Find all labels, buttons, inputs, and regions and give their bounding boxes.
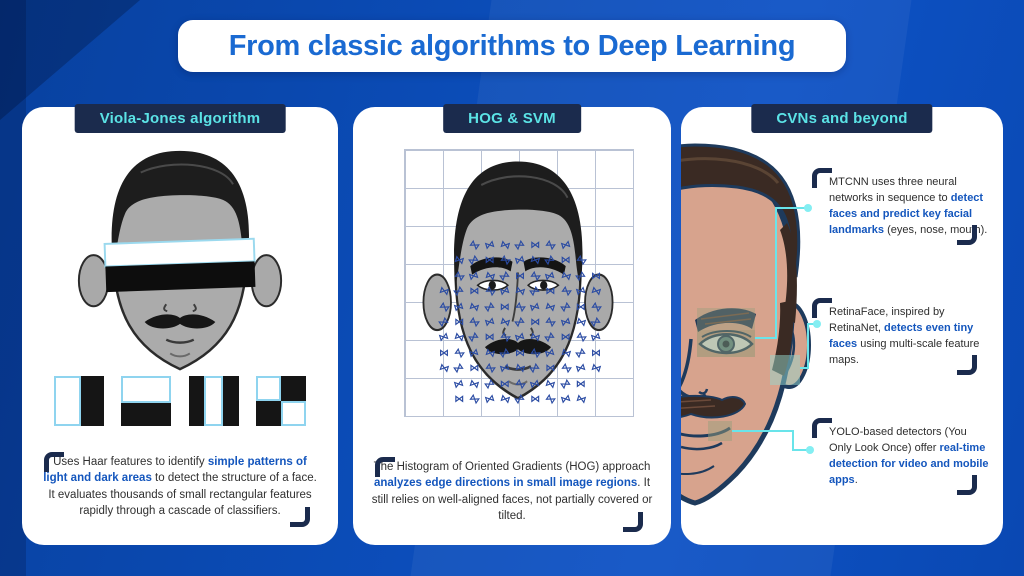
yolo-note: YOLO-based detectors (You Only Look Once… (812, 418, 991, 495)
panel-cvns-beyond: CVNs and beyond (681, 104, 1003, 545)
retinaface-note-text: RetinaFace, inspired by RetinaNet, detec… (829, 306, 980, 366)
viola-jones-description: Uses Haar features to identify simple pa… (40, 452, 320, 528)
hog-svm-description: The Histogram of Oriented Gradients (HOG… (371, 457, 653, 533)
mtcnn-note: MTCNN uses three neural networks in sequ… (812, 168, 991, 245)
quote-close-corner-icon (957, 354, 977, 375)
quote-close-corner-icon (957, 474, 977, 495)
panel-viola-jones: Viola-Jones algorithm (22, 104, 338, 545)
haar-feature-checkerboard (255, 376, 306, 426)
viola-jones-description-text: Uses Haar features to identify simple pa… (43, 456, 317, 517)
haar-feature-three-vertical (188, 376, 239, 426)
quote-close-corner-icon (290, 507, 310, 528)
grayscale-face-censored-illustration (77, 150, 283, 371)
page-title: From classic algorithms to Deep Learning (228, 29, 796, 62)
panel-viola-jones-header: Viola-Jones algorithm (74, 104, 286, 133)
quote-close-corner-icon (623, 512, 643, 533)
page-title-banner: From classic algorithms to Deep Learning (178, 20, 846, 72)
quote-open-corner-icon (812, 168, 832, 188)
background-left-strip (0, 0, 26, 576)
eye-censor-haar-band (103, 237, 256, 293)
panel-hog-svm-header: HOG & SVM (443, 104, 581, 133)
quote-open-corner-icon (812, 298, 832, 318)
panel-hog-svm: HOG & SVM ⋈⋈ (353, 104, 671, 545)
quote-open-corner-icon (812, 418, 832, 438)
quote-close-corner-icon (957, 224, 977, 245)
hog-svm-description-text: The Histogram of Oriented Gradients (HOG… (371, 461, 653, 522)
grayscale-face-illustration (422, 161, 614, 400)
haar-feature-two-horizontal (121, 376, 172, 426)
yolo-note-text: YOLO-based detectors (You Only Look Once… (829, 426, 989, 486)
quote-open-corner-icon (375, 457, 395, 477)
panel-cvns-beyond-header: CVNs and beyond (751, 104, 933, 133)
quote-open-corner-icon (44, 452, 64, 472)
retinaface-note: RetinaFace, inspired by RetinaNet, detec… (812, 298, 991, 375)
haar-feature-two-vertical (54, 376, 104, 426)
haar-features-row (54, 376, 306, 426)
